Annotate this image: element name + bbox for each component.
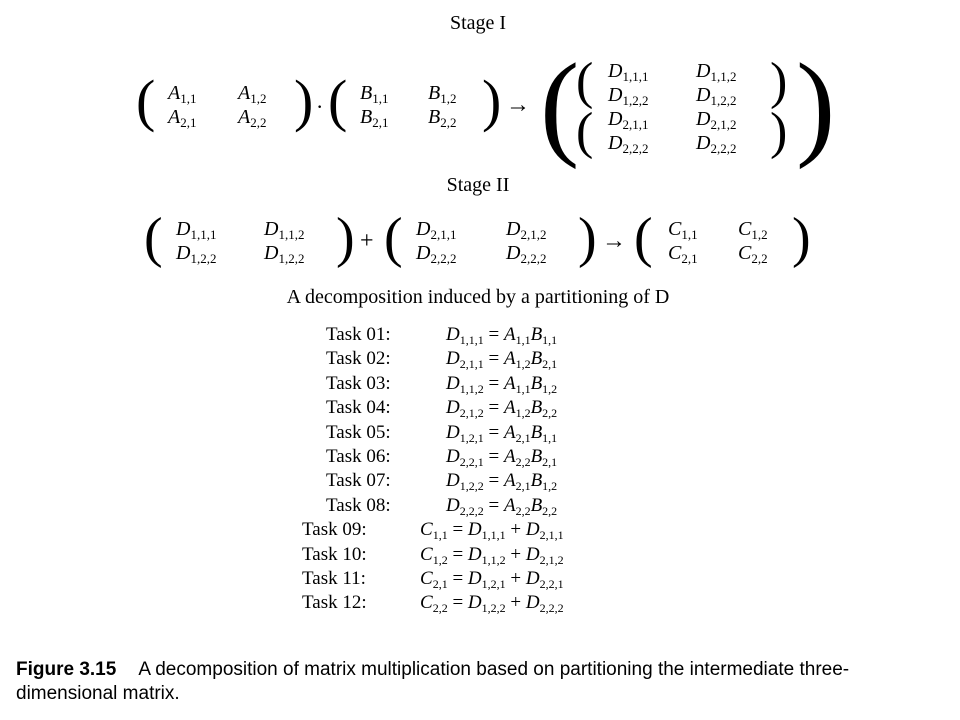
matrix-d2-22: D2,2,2	[696, 132, 737, 156]
s2-d2-22: D2,2,2	[506, 242, 547, 266]
dot-operator: ·	[316, 94, 324, 119]
matrix-c-22: C2,2	[738, 242, 768, 266]
arrow-operator: →	[602, 228, 626, 254]
task-label: Task 03:	[326, 373, 391, 394]
task-equation: D1,2,2 = A2,1B1,2	[446, 470, 558, 493]
task-label: Task 11:	[302, 568, 366, 589]
left-paren: (	[576, 53, 594, 110]
arrow-operator: →	[506, 92, 530, 118]
left-paren: (	[576, 103, 594, 160]
task-equation: C2,2 = D1,2,2 + D2,2,2	[420, 592, 564, 615]
matrix-c-21: C2,1	[668, 242, 698, 266]
task-label: Task 12:	[302, 592, 367, 613]
task-equation: D2,2,2 = A2,2B2,2	[446, 495, 558, 518]
right-paren: )	[482, 68, 502, 133]
task-label: Task 02:	[326, 348, 391, 369]
task-label: Task 09:	[302, 519, 367, 540]
task-equation: C1,1 = D1,1,1 + D2,1,1	[420, 519, 564, 542]
task-label: Task 07:	[326, 470, 391, 491]
matrix-d1-11: D1,1,1	[608, 60, 649, 84]
matrix-c-12: C1,2	[738, 218, 768, 242]
s2-d1-12: D1,1,2	[264, 218, 305, 242]
big-left-paren: (	[540, 39, 580, 170]
task-label: Task 04:	[326, 397, 391, 418]
s2-d1-11: D1,1,1	[176, 218, 217, 242]
matrix-d2-11: D2,1,1	[608, 108, 649, 132]
right-paren: )	[770, 53, 788, 110]
s2-d2-12: D2,1,2	[506, 218, 547, 242]
task-label: Task 01:	[326, 324, 391, 345]
s2-d2-11: D2,1,1	[416, 218, 457, 242]
task-equation: C2,1 = D1,2,1 + D2,2,1	[420, 568, 564, 591]
task-equation: D2,2,1 = A2,2B2,1	[446, 446, 558, 469]
figure-caption-text: A decomposition of matrix multiplication…	[16, 659, 850, 704]
task-equation: C1,2 = D1,1,2 + D2,1,2	[420, 544, 564, 567]
matrix-d2-12: D2,1,2	[696, 108, 737, 132]
right-paren: )	[770, 103, 788, 160]
left-paren: (	[144, 207, 163, 269]
task-equation: D2,1,1 = A1,2B2,1	[446, 348, 558, 371]
matrix-c-11: C1,1	[668, 218, 698, 242]
figure-label: Figure 3.15	[16, 659, 117, 680]
right-paren: )	[336, 207, 355, 269]
matrix-a-21: A2,1	[168, 106, 197, 130]
task-label: Task 10:	[302, 544, 367, 565]
big-right-paren: )	[796, 39, 836, 170]
matrix-a-22: A2,2	[238, 106, 267, 130]
task-label: Task 05:	[326, 422, 391, 443]
task-equation: D1,1,2 = A1,1B1,2	[446, 373, 558, 396]
matrix-b-22: B2,2	[428, 106, 457, 130]
plus-operator: +	[360, 228, 374, 254]
s2-d2-21: D2,2,2	[416, 242, 457, 266]
stage-1-title: Stage I	[449, 12, 507, 34]
task-label: Task 06:	[326, 446, 391, 467]
s2-d1-21: D1,2,2	[176, 242, 217, 266]
task-equation: D2,1,2 = A1,2B2,2	[446, 397, 558, 420]
left-paren: (	[384, 207, 403, 269]
task-equation: D1,1,1 = A1,1B1,1	[446, 324, 558, 347]
right-paren: )	[578, 207, 597, 269]
matrix-b-11: B1,1	[360, 82, 389, 106]
matrix-a-11: A1,1	[168, 82, 197, 106]
right-paren: )	[792, 207, 811, 269]
right-paren: )	[294, 68, 314, 133]
stage-2-title: Stage II	[446, 174, 510, 196]
s2-d1-22: D1,2,2	[264, 242, 305, 266]
matrix-d1-12: D1,1,2	[696, 60, 737, 84]
matrix-d2-21: D2,2,2	[608, 132, 649, 156]
matrix-a-12: A1,2	[238, 82, 267, 106]
task-equation: D1,2,1 = A2,1B1,1	[446, 422, 558, 445]
matrix-d1-22: D1,2,2	[696, 84, 737, 108]
left-paren: (	[136, 68, 156, 133]
decomposition-caption: A decomposition induced by a partitionin…	[286, 286, 670, 308]
task-label: Task 08:	[326, 495, 391, 516]
matrix-b-12: B1,2	[428, 82, 457, 106]
matrix-b-21: B2,1	[360, 106, 389, 130]
matrix-d1-21: D1,2,2	[608, 84, 649, 108]
left-paren: (	[328, 68, 348, 133]
left-paren: (	[634, 207, 653, 269]
